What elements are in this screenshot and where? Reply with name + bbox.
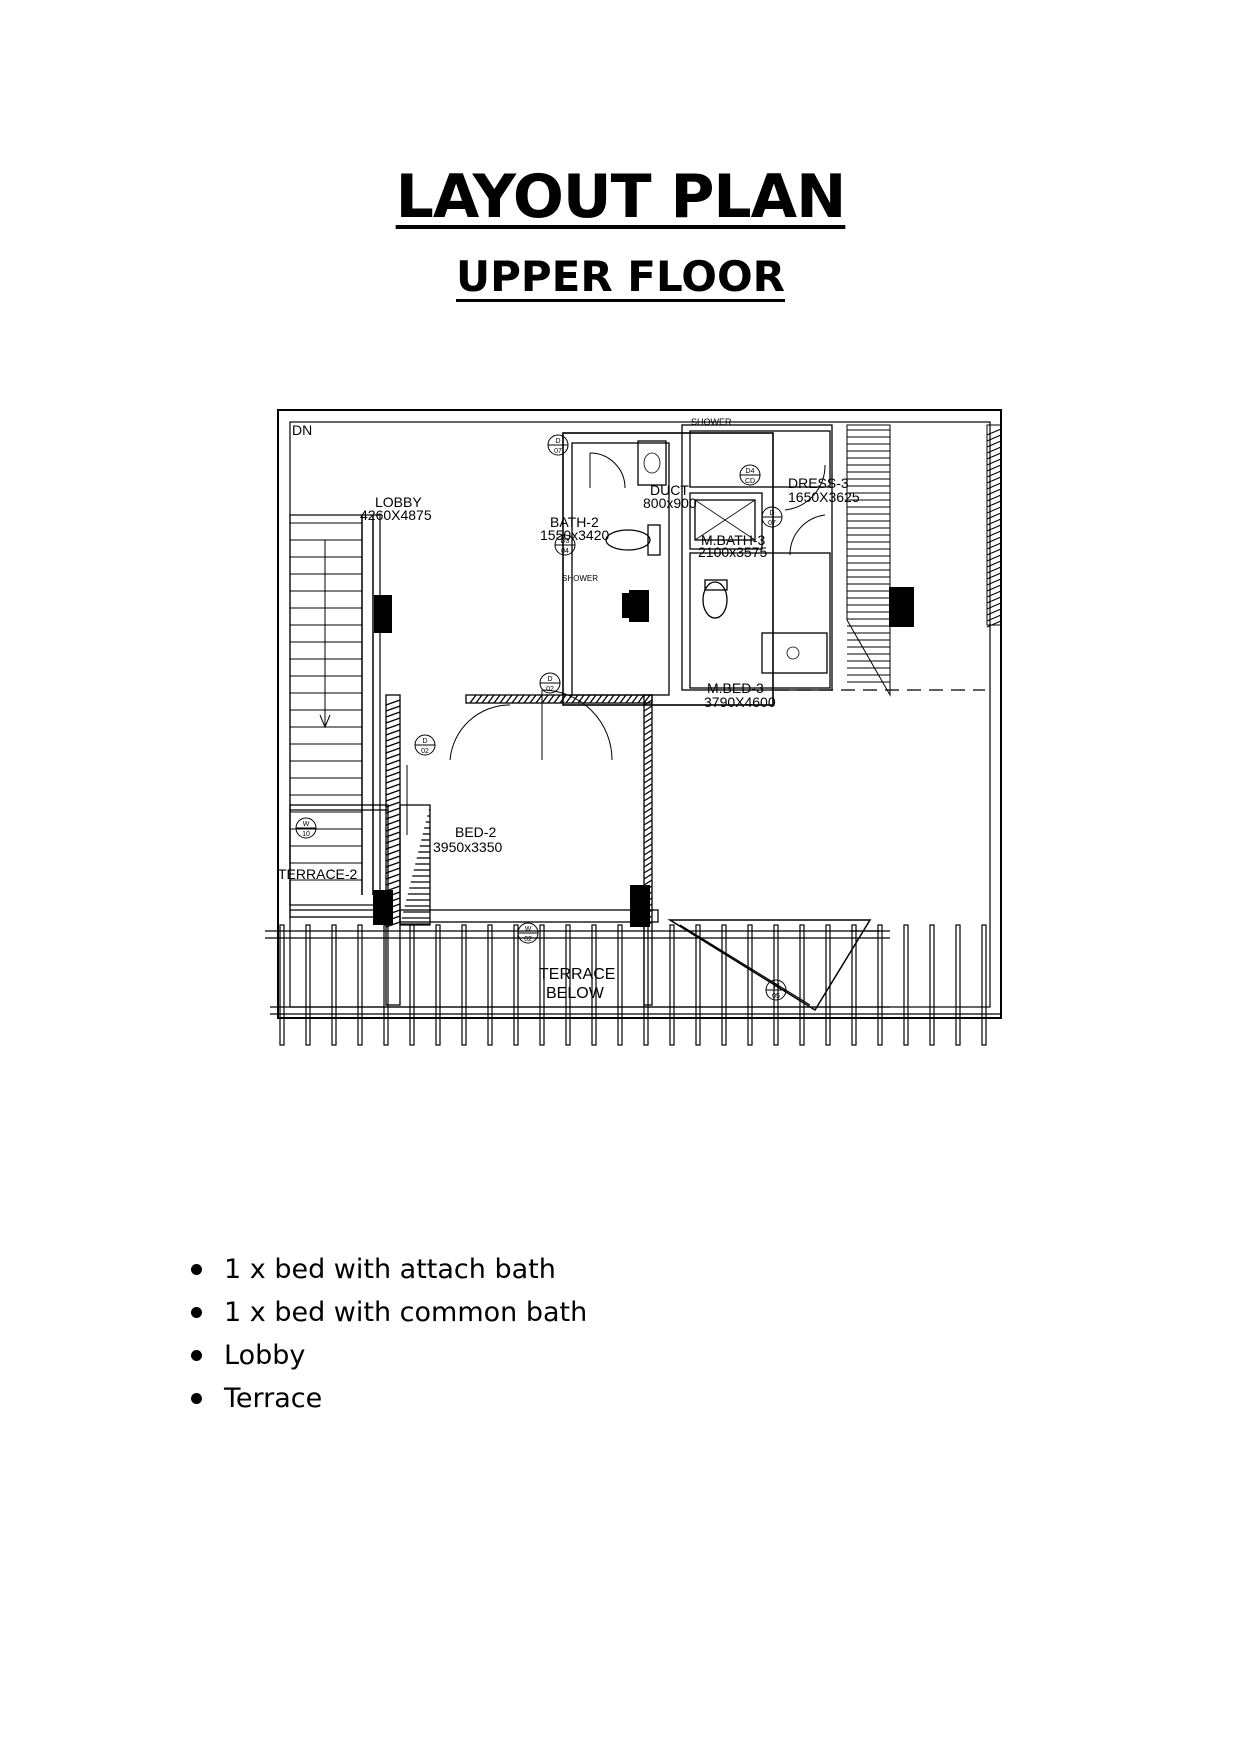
mbath3-size: 2100x3575 bbox=[698, 544, 768, 560]
plan-tag-bottom: 04 bbox=[561, 548, 569, 555]
lobby-size: 4260X4875 bbox=[360, 507, 432, 523]
plan-tag-bottom: 02 bbox=[546, 686, 554, 693]
mbed3-label: M.BED-3 bbox=[707, 680, 764, 696]
plan-tag-bottom: 02 bbox=[421, 748, 429, 755]
plan-tag-bottom: 05 bbox=[772, 993, 780, 1000]
dress3-size: 1650X3625 bbox=[788, 489, 860, 505]
mbed3-size: 3790X4600 bbox=[704, 694, 776, 710]
list-item: 1 x bed with common bath bbox=[188, 1291, 587, 1334]
plan-tag-top: W bbox=[303, 821, 310, 828]
mbath3-label: M.BATH-3 bbox=[701, 532, 766, 548]
bath2-size: 1550x3420 bbox=[540, 527, 610, 543]
plan-tag-bottom: CD bbox=[745, 478, 755, 485]
page-subtitle: UPPER FLOOR bbox=[455, 252, 786, 301]
bath2-label: BATH-2 bbox=[550, 514, 599, 530]
plan-tag-top: D4 bbox=[746, 468, 755, 475]
list-item: 1 x bed with attach bath bbox=[188, 1248, 587, 1291]
plan-tag-top: D3 bbox=[561, 538, 570, 545]
bed2-label: BED-2 bbox=[455, 824, 496, 840]
lobby-label: LOBBY bbox=[375, 494, 422, 510]
plan-tag-bottom: 02 bbox=[524, 936, 532, 943]
shower-label-bath2: SHOWER bbox=[562, 574, 598, 583]
feature-list: 1 x bed with attach bath 1 x bed with co… bbox=[188, 1248, 587, 1420]
plan-tag-top: W bbox=[525, 926, 532, 933]
shower-label-mbath: SHOWER bbox=[691, 417, 732, 427]
terrace2-label: TERRACE-2 bbox=[278, 866, 358, 882]
terrace-below-label-1: TERRACE bbox=[539, 966, 615, 983]
duct-size: 800x900 bbox=[643, 495, 697, 511]
plan-tag-top: D bbox=[547, 676, 552, 683]
list-item: Lobby bbox=[188, 1334, 587, 1377]
plan-tag-top: W bbox=[773, 983, 780, 990]
list-item: Terrace bbox=[188, 1377, 587, 1420]
dress3-label: DRESS-3 bbox=[788, 475, 849, 491]
plan-tag-bottom: 07 bbox=[554, 448, 562, 455]
plan-tag-bottom: 07 bbox=[768, 520, 776, 527]
stair-down-label: DN bbox=[292, 422, 312, 438]
bed2-size: 3950x3350 bbox=[433, 839, 503, 855]
plan-tag-top: D bbox=[555, 438, 560, 445]
plan-tag-top: D bbox=[422, 738, 427, 745]
plan-tag-bottom: 10 bbox=[302, 831, 310, 838]
plan-tag-top: D bbox=[769, 510, 774, 517]
duct-label: DUCT bbox=[650, 482, 689, 498]
terrace-below-label-2: BELOW bbox=[546, 985, 605, 1002]
page-title: LAYOUT PLAN bbox=[395, 162, 847, 232]
